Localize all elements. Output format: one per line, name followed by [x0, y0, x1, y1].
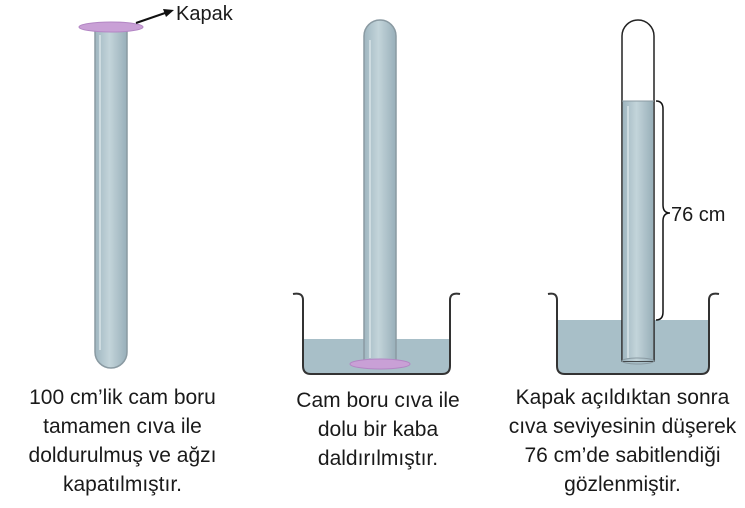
caption-line: Kapak açıldıktan sonra [515, 386, 730, 409]
caption-step-3: Kapak açıldıktan sonra cıva seviyesinin … [500, 383, 745, 499]
tube-3-opening [621, 357, 655, 365]
cap-disc-bottom [349, 358, 411, 370]
basin-2 [292, 292, 461, 375]
caption-line: tamamen cıva ile [43, 415, 202, 438]
caption-line: 76 cm’de sabitlendiği [524, 444, 721, 467]
caption-step-1: 100 cm’lik cam boru tamamen cıva ile dol… [0, 383, 245, 499]
height-brace [655, 100, 671, 321]
basin-3 [547, 292, 720, 375]
cap-disc [78, 21, 144, 33]
tube-filled-capped: Kapak [78, 3, 234, 369]
tube-in-basin [292, 19, 461, 375]
cap-arrow [135, 11, 169, 24]
caption-line: gözlenmiştir. [564, 473, 681, 496]
caption-line: doldurulmuş ve ağzı [28, 444, 217, 467]
tube-2 [363, 19, 397, 362]
caption-line: Cam boru cıva ile [296, 389, 460, 412]
cap-label: Kapak [176, 3, 234, 25]
caption-line: kapatılmıştır. [62, 473, 183, 496]
arrow-head-icon [163, 9, 174, 17]
caption-line: dolu bir kaba [317, 418, 439, 441]
caption-step-2: Cam boru cıva ile dolu bir kaba daldırıl… [258, 386, 498, 473]
tube-stabilized: 76 cm [547, 19, 725, 375]
caption-line: 100 cm’lik cam boru [29, 386, 216, 409]
caption-line: daldırılmıştır. [317, 447, 439, 470]
mercury-column [622, 101, 654, 361]
tube-1 [94, 27, 128, 369]
height-label: 76 cm [671, 204, 725, 226]
caption-line: cıva seviyesinin düşerek [508, 415, 737, 438]
